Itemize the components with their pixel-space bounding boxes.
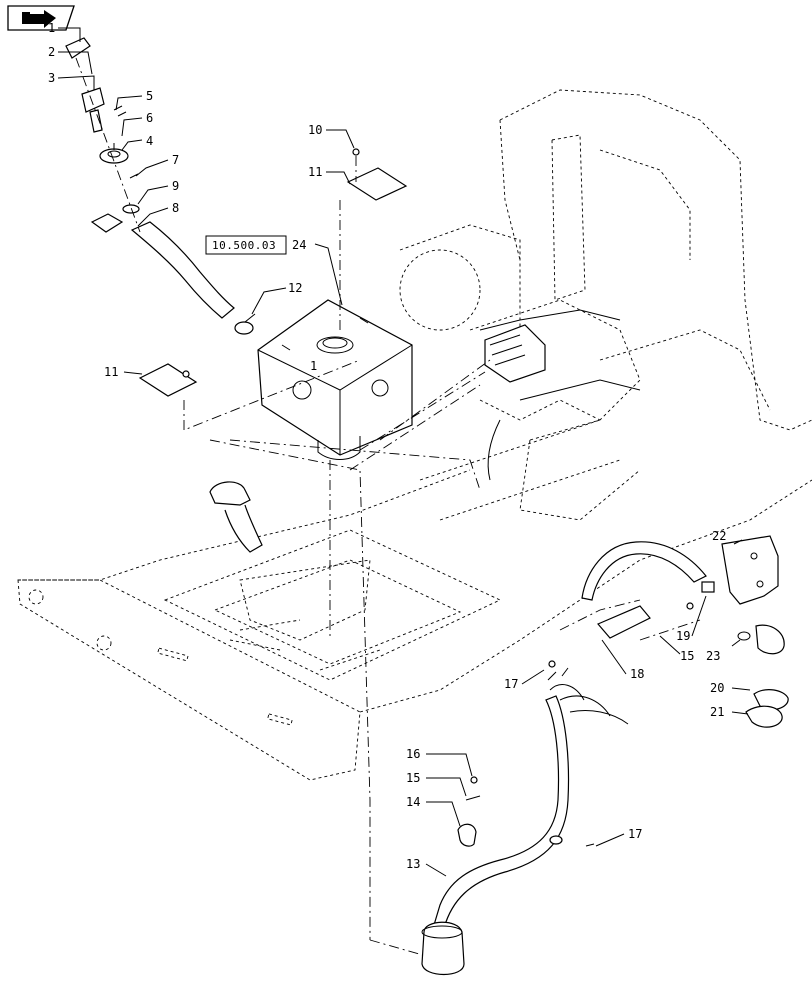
callout-11-left: 11 bbox=[104, 365, 118, 379]
callout-4: 4 bbox=[146, 134, 153, 148]
callout-19: 19 bbox=[676, 629, 690, 643]
hydraulic-line bbox=[581, 535, 789, 728]
callout-7: 7 bbox=[172, 153, 179, 167]
machine-frame bbox=[17, 89, 812, 781]
callout-23: 23 bbox=[706, 649, 720, 663]
callout-8: 8 bbox=[172, 201, 179, 215]
callout-5: 5 bbox=[146, 89, 153, 103]
callout-6: 6 bbox=[146, 111, 153, 125]
callout-1-tank: 1 bbox=[310, 359, 317, 373]
reference-box[interactable] bbox=[205, 235, 287, 255]
small-fasteners bbox=[457, 602, 694, 847]
callout-18: 18 bbox=[630, 667, 644, 681]
callout-2: 2 bbox=[48, 45, 55, 59]
callout-22: 22 bbox=[712, 529, 726, 543]
callout-17-bottom: 17 bbox=[628, 827, 642, 841]
callout-14: 14 bbox=[406, 795, 420, 809]
callout-15-right: 15 bbox=[680, 649, 694, 663]
callout-16: 16 bbox=[406, 747, 420, 761]
callout-21: 21 bbox=[710, 705, 724, 719]
reference-label: 10.500.03 bbox=[212, 239, 276, 252]
wire-harness bbox=[421, 667, 629, 975]
callout-15-left: 15 bbox=[406, 771, 420, 785]
callout-12: 12 bbox=[288, 281, 302, 295]
return-arrow-icon[interactable] bbox=[7, 5, 75, 31]
callout-9: 9 bbox=[172, 179, 179, 193]
mounting-plates bbox=[138, 148, 408, 397]
filler-cap-assembly bbox=[65, 37, 256, 335]
callout-24: 24 bbox=[292, 238, 306, 252]
callout-10: 10 bbox=[308, 123, 322, 137]
hydraulic-tank bbox=[257, 299, 413, 460]
callout-17-top: 17 bbox=[504, 677, 518, 691]
callout-13: 13 bbox=[406, 857, 420, 871]
callout-11-top: 11 bbox=[308, 165, 322, 179]
callout-3: 3 bbox=[48, 71, 55, 85]
callout-20: 20 bbox=[710, 681, 724, 695]
assembly-lines bbox=[75, 57, 701, 961]
leader-lines bbox=[57, 27, 751, 877]
callout-1: 1 bbox=[48, 21, 55, 35]
